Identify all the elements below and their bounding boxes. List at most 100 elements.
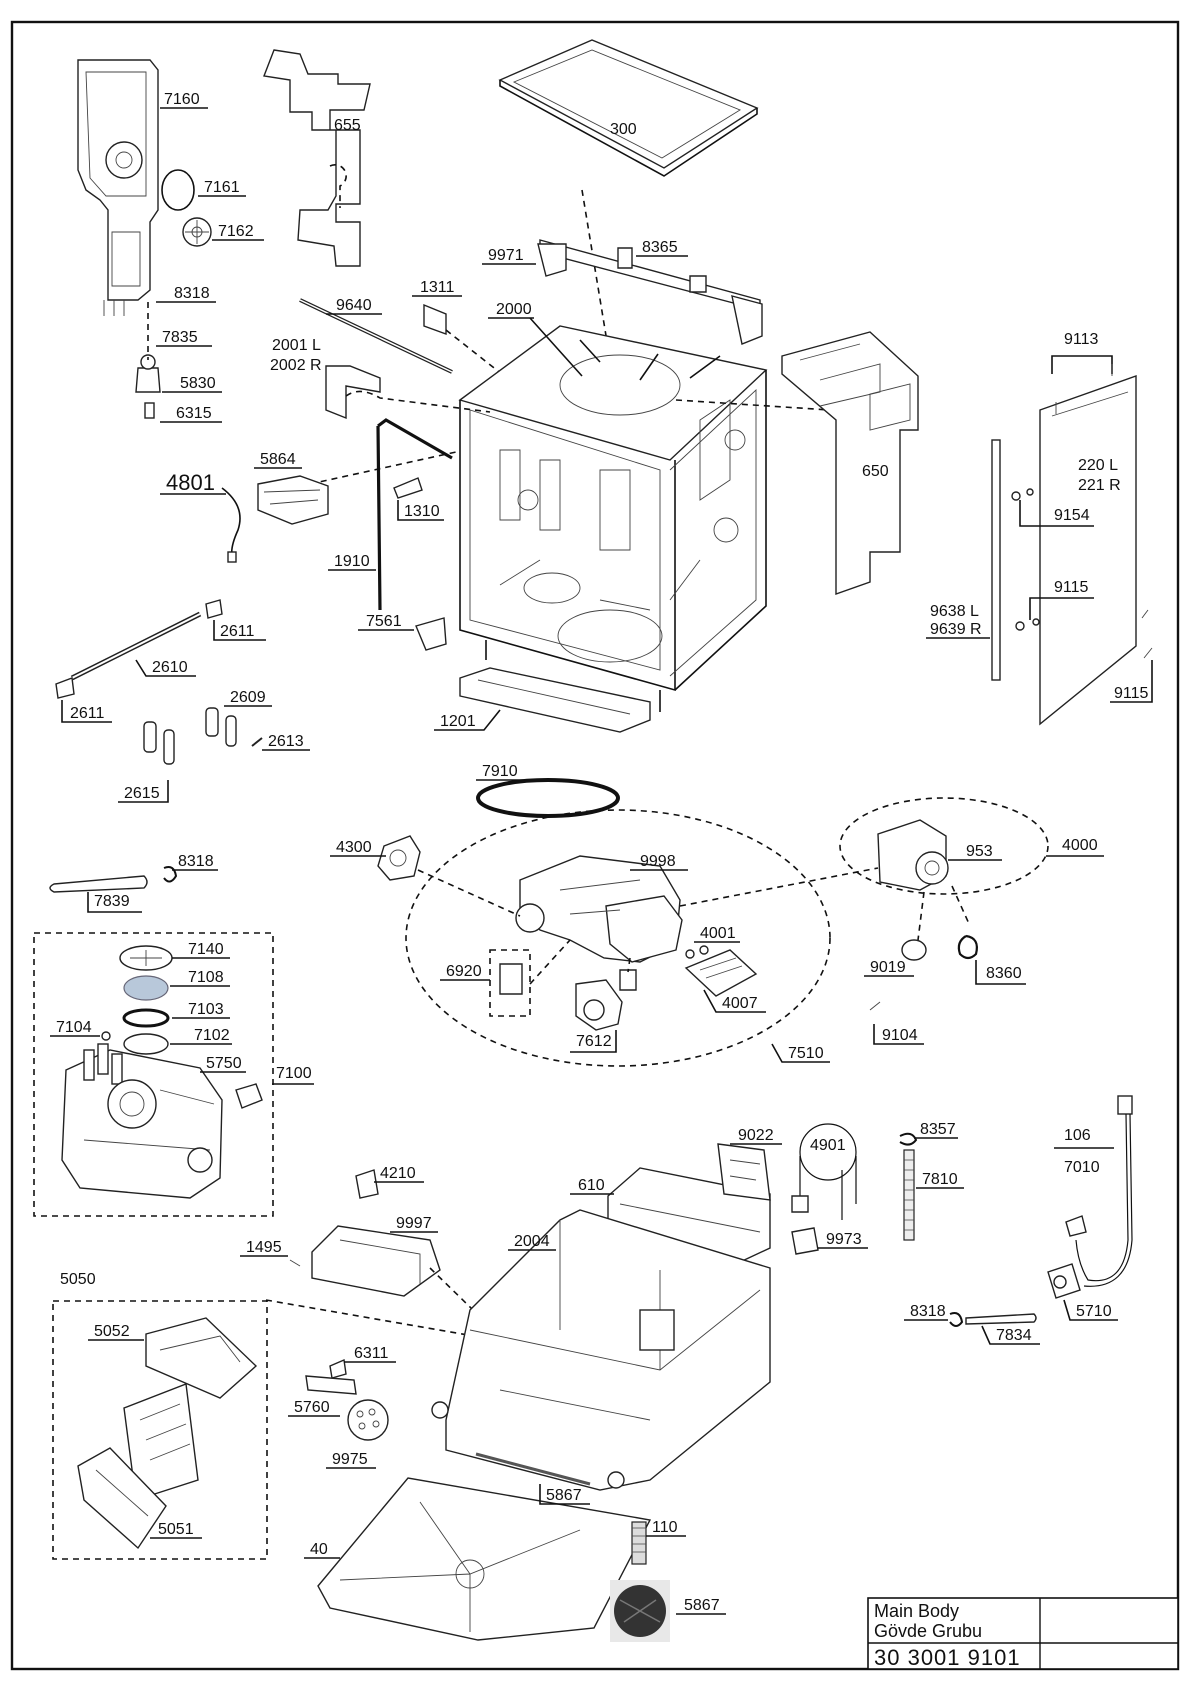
part-6311-switch	[329, 1358, 347, 1379]
label-7839: 7839	[94, 893, 130, 910]
part-2004-base	[431, 1209, 771, 1491]
label-7510: 7510	[788, 1045, 824, 1062]
label-7103: 7103	[188, 1001, 224, 1018]
label-5051: 5051	[158, 1521, 194, 1538]
part-4210-switch	[355, 1169, 379, 1199]
part-40-base-tray	[317, 1477, 652, 1641]
page-border	[10, 20, 1180, 1671]
part-9998-sump	[515, 855, 683, 963]
part-9022-board	[717, 1143, 771, 1201]
label-8360: 8360	[986, 965, 1022, 982]
label-9638-l: 9638 L	[930, 603, 979, 620]
part-7103-oring	[122, 1008, 170, 1028]
part-953-heater-pump	[877, 819, 949, 891]
label-7810: 7810	[922, 1171, 958, 1188]
label-6315: 6315	[176, 405, 212, 422]
part-106-inlet-hose	[1065, 1095, 1133, 1287]
label-1310: 1310	[404, 503, 440, 520]
label-8318-right: 8318	[910, 1303, 946, 1320]
label-9971: 9971	[488, 247, 524, 264]
part-2001-bracket	[325, 365, 381, 420]
part-7839-hose	[49, 875, 148, 893]
label-6311: 6311	[354, 1345, 389, 1362]
label-9104: 9104	[882, 1027, 918, 1044]
label-2610: 2610	[152, 659, 188, 676]
label-2611-lower: 2611	[70, 705, 105, 722]
part-9975-filter	[347, 1399, 389, 1441]
label-5830: 5830	[180, 375, 216, 392]
label-5760: 5760	[294, 1399, 330, 1416]
label-5050: 5050	[60, 1271, 96, 1288]
label-2613: 2613	[268, 733, 304, 750]
label-953: 953	[966, 843, 993, 860]
label-9022: 9022	[738, 1127, 774, 1144]
label-7102: 7102	[194, 1027, 230, 1044]
label-7010: 7010	[1064, 1159, 1100, 1176]
label-4901: 4901	[810, 1137, 846, 1154]
label-7140: 7140	[188, 941, 224, 958]
label-1495: 1495	[246, 1239, 282, 1256]
label-650: 650	[862, 463, 889, 480]
part-7140-lid	[119, 945, 173, 971]
part-5760-float	[305, 1375, 357, 1395]
part-9019-seal	[901, 939, 927, 961]
part-9973-connector	[791, 1227, 819, 1255]
label-106: 106	[1064, 1127, 1091, 1144]
part-8357-clamp	[899, 1132, 918, 1146]
label-2002-r: 2002 R	[270, 357, 322, 374]
label-8318-top: 8318	[174, 285, 210, 302]
part-5710-valve	[1047, 1263, 1081, 1299]
part-2611-cap-upper	[205, 599, 223, 619]
part-6920-sensor	[489, 949, 531, 1017]
label-9019: 9019	[870, 959, 906, 976]
label-7910: 7910	[482, 763, 518, 780]
label-7161: 7161	[204, 179, 240, 196]
label-7100: 7100	[276, 1065, 312, 1082]
label-7835: 7835	[162, 329, 198, 346]
part-300-worktop	[498, 39, 759, 177]
part-7810-drain-hose	[903, 1149, 915, 1241]
title-block: Main Body Gövde Grubu 30 3001 9101	[867, 1597, 1179, 1670]
label-8318-mid: 8318	[178, 853, 214, 870]
part-1201-rail	[459, 667, 651, 733]
part-7834-hose	[965, 1313, 1037, 1325]
part-8360-clamp	[957, 934, 978, 960]
label-4210: 4210	[380, 1165, 416, 1182]
label-5864: 5864	[260, 451, 296, 468]
part-7100-softener	[61, 1043, 223, 1199]
part-7612-pump	[575, 969, 637, 1031]
part-655-insulation	[263, 49, 371, 267]
label-7104: 7104	[56, 1019, 92, 1036]
part-5052-housing	[145, 1317, 258, 1399]
part-7108-membrane	[123, 975, 169, 1001]
part-2615-hinge	[143, 721, 175, 765]
label-5710: 5710	[1076, 1303, 1112, 1320]
label-4000: 4000	[1062, 837, 1098, 854]
part-5867-photo	[610, 1580, 670, 1642]
part-1310-pin	[393, 477, 423, 499]
title-turkish: Gövde Grubu	[874, 1621, 982, 1641]
part-2611-cap-lower	[55, 677, 75, 699]
part-7104-plug	[101, 1031, 111, 1041]
part-4300-pump	[377, 835, 421, 881]
label-7162: 7162	[218, 223, 254, 240]
label-5052: 5052	[94, 1323, 130, 1340]
label-9640: 9640	[336, 297, 372, 314]
label-8365: 8365	[642, 239, 678, 256]
label-6920: 6920	[446, 963, 482, 980]
part-9971-rail	[537, 239, 763, 345]
label-7834: 7834	[996, 1327, 1032, 1344]
part-4007-filter	[684, 945, 758, 997]
label-4300: 4300	[336, 839, 372, 856]
label-40: 40	[310, 1541, 328, 1558]
label-9975: 9975	[332, 1451, 368, 1468]
label-221-r: 221 R	[1078, 477, 1121, 494]
part-4901-power-cord	[791, 1123, 857, 1220]
label-2609: 2609	[230, 689, 266, 706]
part-7162-disc	[182, 217, 212, 247]
label-8357: 8357	[920, 1121, 956, 1138]
part-110-foot	[631, 1521, 647, 1565]
label-1201: 1201	[440, 713, 476, 730]
callout-labels: 7160 7161 7162 8318 7835 5830 6315 655 3…	[50, 91, 1153, 1615]
